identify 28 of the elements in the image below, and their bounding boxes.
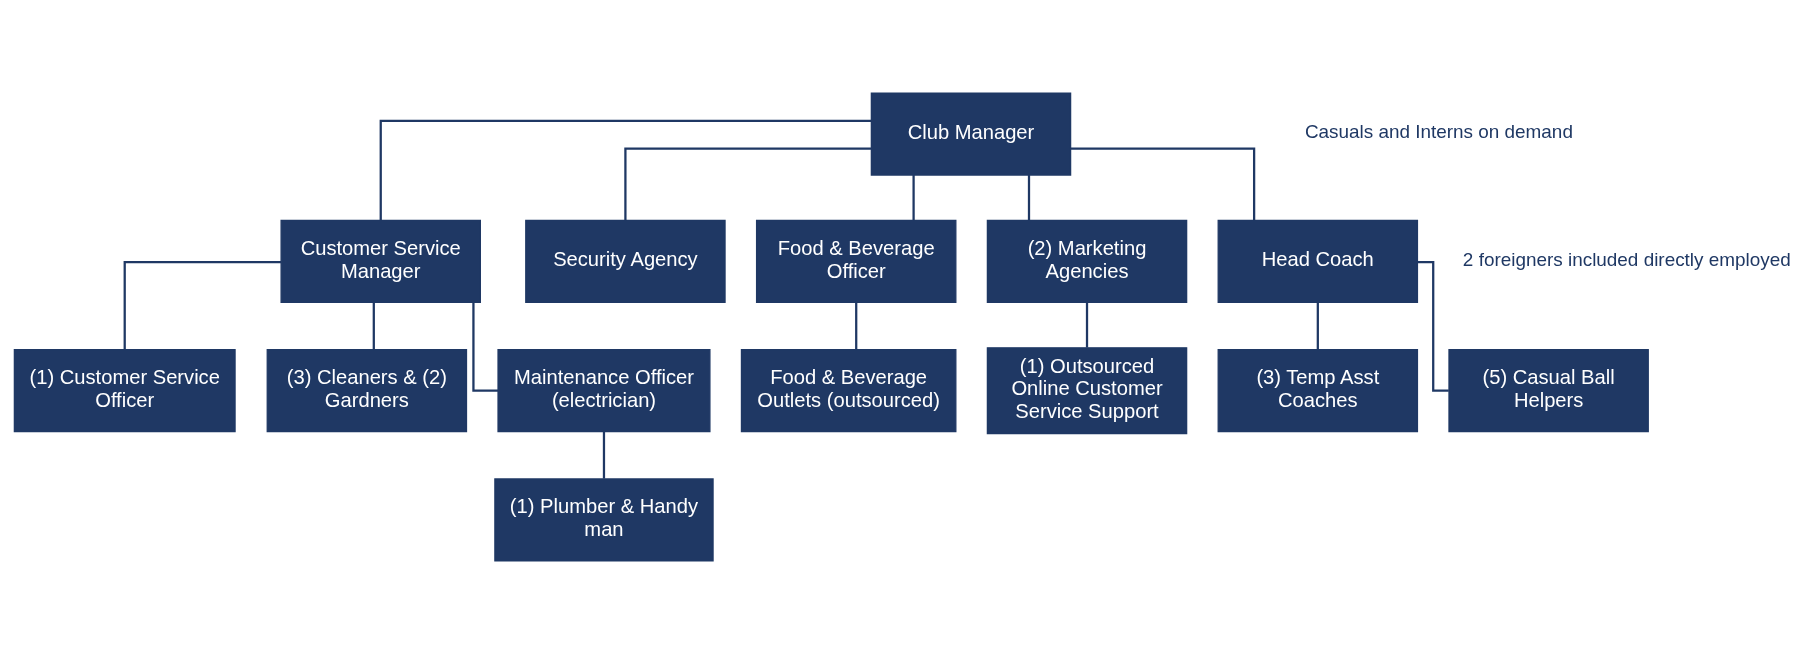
node-box: Maintenance Officer (electrician) [497, 348, 711, 432]
label: Casuals and Interns on demand [1304, 120, 1573, 142]
connector [624, 146, 872, 220]
connector [379, 119, 872, 220]
node-box: (3) Cleaners & (2) Gardners [266, 348, 468, 432]
node-box: (1) Plumber & Handy man [494, 477, 714, 562]
connector [602, 431, 606, 479]
connector [1316, 302, 1319, 349]
node-box: (5) Casual Ball Helpers [1448, 348, 1649, 432]
node-box: Customer Service Manager [280, 219, 481, 303]
node-box: Club Manager [870, 91, 1072, 176]
node-box: (1) Customer Service Officer [13, 348, 236, 432]
node-box: Food & Beverage Officer [755, 219, 957, 303]
node-box: (2) Marketing Agencies [986, 219, 1188, 303]
label: 2 foreigners included directly employed [1462, 248, 1791, 270]
node-box: (1) Outsourced Online Customer Service Support [986, 346, 1188, 434]
connector [1027, 174, 1031, 220]
connector [912, 174, 915, 220]
connector [1085, 302, 1089, 348]
connector [1417, 260, 1449, 392]
connector [855, 302, 858, 349]
connector [372, 302, 375, 349]
node-box: Head Coach [1217, 219, 1419, 303]
connector [1070, 146, 1256, 220]
node-box: Security Agency [525, 219, 726, 303]
node-box: Food & Beverage Outlets (outsourced) [740, 348, 957, 432]
node-box: (3) Temp Asst Coaches [1217, 348, 1419, 432]
connector [123, 260, 281, 350]
